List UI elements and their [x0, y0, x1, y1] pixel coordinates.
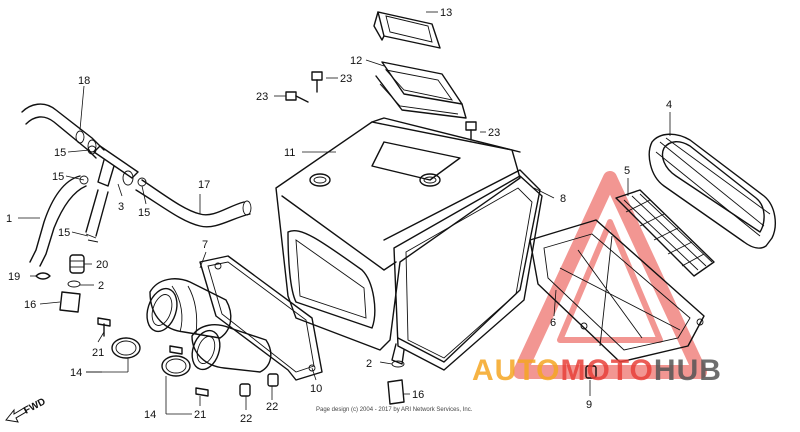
- part-12-cover: [375, 61, 467, 119]
- callout-6: 6: [550, 317, 556, 329]
- part-10-flange-plate: [199, 255, 323, 381]
- callout-4: 4: [666, 99, 672, 111]
- callout-15: 15: [138, 207, 150, 219]
- callout-2: 2: [98, 280, 104, 292]
- part-3-t-joint: [93, 145, 139, 187]
- callout-12: 12: [350, 55, 362, 67]
- callout-15: 15: [54, 147, 66, 159]
- callout-8: 8: [560, 193, 566, 205]
- callout-1: 1: [6, 213, 12, 225]
- part-18-upper-hose: [21, 103, 105, 159]
- callout-16: 16: [412, 389, 424, 401]
- part-20-fitting: [69, 254, 85, 274]
- callout-14: 14: [144, 409, 156, 421]
- part-16-plug-a: [59, 291, 81, 313]
- callout-5: 5: [624, 165, 630, 177]
- callout-21: 21: [92, 347, 104, 359]
- part-15-clamps: [79, 145, 147, 243]
- callout-19: 19: [8, 271, 20, 283]
- callout-15: 15: [52, 171, 64, 183]
- watermark-hub: HUB: [654, 354, 722, 387]
- callout-13: 13: [440, 7, 452, 19]
- part-7-intake-boot: [146, 278, 272, 373]
- watermark-moto: MOTO: [560, 354, 653, 387]
- callout-15: 15: [58, 227, 70, 239]
- callout-23: 23: [256, 91, 268, 103]
- callout-17: 17: [198, 179, 210, 191]
- part-9-bolt: [585, 365, 597, 379]
- callout-21: 21: [194, 409, 206, 421]
- callout-14: 14: [70, 367, 82, 379]
- copyright-text: Page design (c) 2004 - 2017 by ARI Netwo…: [316, 407, 473, 413]
- part-17-right-hose: [135, 179, 252, 228]
- filter-mesh-grid: [623, 193, 713, 271]
- part-1-side-hose: [29, 175, 109, 267]
- callout-18: 18: [78, 75, 90, 87]
- callout-11: 11: [284, 147, 295, 159]
- callout-23: 23: [488, 127, 500, 139]
- callout-22: 22: [240, 413, 252, 425]
- part-6-filter-frame: [529, 219, 705, 363]
- callout-7: 7: [202, 239, 208, 251]
- callout-10: 10: [310, 383, 322, 395]
- svg-text:AUTOMOTOHUB: AUTOMOTOHUB: [472, 354, 722, 387]
- watermark-triangle-icon: [513, 171, 707, 379]
- part-5-filter-element: [615, 189, 715, 277]
- fwd-label: FWD: [22, 396, 47, 416]
- callout-16: 16: [24, 299, 36, 311]
- leader-lines: [18, 11, 671, 415]
- watermark-auto: AUTO: [472, 354, 560, 387]
- part-23-screws: [285, 71, 477, 141]
- part-19-clip: [35, 272, 51, 280]
- part-14-band-clamps: [111, 337, 191, 377]
- callout-20: 20: [96, 259, 108, 271]
- callout-3: 3: [118, 201, 124, 213]
- watermark-logo: AUTOMOTOHUB: [472, 354, 722, 387]
- callout-22: 22: [266, 401, 278, 413]
- part-22-bolts: [239, 373, 279, 397]
- part-16-drain-plug: [387, 379, 405, 405]
- part-21-screws: [97, 317, 209, 397]
- part-8-gasket-frame: [393, 175, 543, 371]
- fwd-arrow-icon: [5, 407, 27, 423]
- callout-9: 9: [586, 399, 592, 411]
- part-13-cap: [373, 11, 441, 49]
- callout-2: 2: [366, 358, 372, 370]
- part-2-washer-a: [67, 280, 81, 288]
- callout-labels: 1 2 2 3 4 5 6 7 8 9 10 11 12 13 14 14 15…: [6, 7, 672, 425]
- callout-23: 23: [340, 73, 352, 85]
- part-4-filter-housing: [648, 133, 776, 249]
